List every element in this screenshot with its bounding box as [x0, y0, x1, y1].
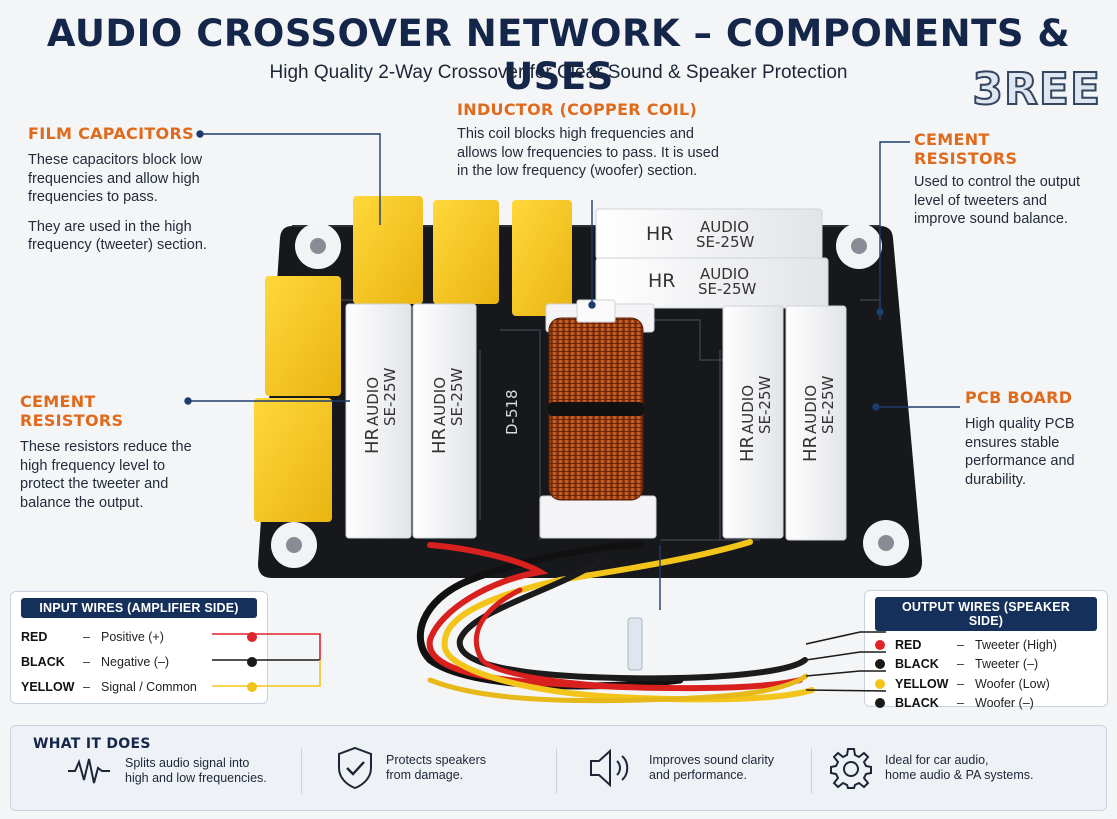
mounting-hole [271, 522, 317, 568]
svg-text:HR: HR [800, 436, 821, 462]
what-it-does-panel: WHAT IT DOES Splits audio signal into hi… [10, 725, 1107, 811]
svg-text:HR: HR [429, 428, 450, 454]
callout-inductor: INDUCTOR (COPPER COIL) This coil blocks … [457, 100, 719, 179]
wire-row: BLACK –Negative (–) [21, 649, 257, 674]
wire-description: Signal / Common [101, 679, 197, 694]
wire-dash: – [957, 696, 964, 711]
wire-description: Negative (–) [101, 654, 170, 669]
svg-text:AUDIO: AUDIO [431, 377, 449, 426]
wire-harness [416, 539, 815, 704]
feature-protects: Protects speakers from damage. [336, 746, 486, 790]
page-title: AUDIO CROSSOVER NETWORK – COMPONENTS & U… [46, 12, 1071, 98]
wire-row: BLACK –Tweeter (–) [875, 655, 1097, 675]
cement-resistor-vertical: HR AUDIO SE-25W [785, 305, 847, 541]
cement-resistor-horizontal: HR AUDIO SE-25W [595, 208, 823, 260]
output-wires-title: OUTPUT WIRES (SPEAKER SIDE) [875, 597, 1097, 631]
mounting-hole [863, 520, 909, 566]
wire-description: Tweeter (High) [975, 637, 1057, 652]
divider [301, 748, 302, 794]
callout-cement-resistors-right: CEMENT RESISTORS Used to control the out… [914, 130, 1081, 227]
wire-label: BLACK [21, 654, 65, 669]
wire-dash: – [83, 654, 90, 669]
wire-row: BLACK –Woofer (–) [875, 694, 1097, 714]
wire-dash: – [83, 679, 90, 694]
divider [556, 748, 557, 794]
cement-resistor-vertical: HR AUDIO SE-25W [345, 303, 412, 539]
wire-color-dot [247, 631, 257, 642]
wire-label: RED [895, 637, 922, 652]
svg-text:HR: HR [648, 270, 676, 292]
wire-description: Tweeter (–) [975, 657, 1039, 672]
wire-label: YELLOW [895, 676, 949, 691]
film-capacitors [254, 196, 572, 522]
wire-row: RED –Positive (+) [21, 624, 257, 649]
feature-clarity: Improves sound clarity and performance. [587, 746, 774, 790]
wire-description: Positive (+) [101, 629, 164, 644]
svg-text:HR: HR [646, 223, 674, 245]
wire-dash: – [957, 637, 964, 652]
pcb-silkscreen: D-518 [503, 389, 521, 435]
svg-text:HR: HR [362, 428, 383, 454]
wire-dash: – [957, 657, 964, 672]
cement-resistor-vertical: HR AUDIO SE-25W [722, 305, 784, 539]
input-wires-title: INPUT WIRES (AMPLIFIER SIDE) [21, 598, 257, 618]
callout-pcb-board: PCB BOARD High quality PCB ensures stabl… [965, 388, 1075, 488]
wire-description: Woofer (–) [975, 696, 1034, 711]
svg-text:AUDIO: AUDIO [739, 385, 757, 434]
feature-splits-signal: Splits audio signal into high and low fr… [67, 756, 267, 786]
wire-label: BLACK [895, 657, 939, 672]
callout-film-capacitors: FILM CAPACITORS These capacitors block l… [28, 124, 207, 253]
mounting-hole [836, 223, 882, 269]
cement-resistor-vertical: HR AUDIO SE-25W [412, 303, 477, 539]
svg-text:SE-25W: SE-25W [448, 368, 466, 426]
svg-text:AUDIO: AUDIO [802, 385, 820, 434]
inductor-coil [539, 299, 657, 539]
svg-text:SE-25W: SE-25W [819, 376, 837, 434]
what-it-does-title: WHAT IT DOES [33, 736, 151, 752]
svg-text:SE-25W: SE-25W [756, 376, 774, 434]
mounting-hole [295, 223, 341, 269]
svg-text:SE-25W: SE-25W [696, 233, 754, 251]
svg-text:AUDIO: AUDIO [364, 377, 382, 426]
waveform-icon [68, 758, 110, 784]
wire-row: YELLOW–Woofer (Low) [875, 674, 1097, 694]
wire-row: RED –Tweeter (High) [875, 635, 1097, 655]
brand-logo: 3REE [971, 63, 1101, 116]
output-wires-legend: OUTPUT WIRES (SPEAKER SIDE) RED–Tweeter … [864, 590, 1108, 710]
wire-label: BLACK [895, 696, 939, 711]
wire-color-dot [247, 656, 257, 667]
svg-text:AUDIO: AUDIO [700, 218, 749, 236]
input-wires-legend: INPUT WIRES (AMPLIFIER SIDE) RED–Positiv… [10, 591, 268, 704]
shield-check-icon [338, 746, 372, 790]
svg-text:HR: HR [737, 436, 758, 462]
wire-color-dot [875, 639, 885, 650]
speaker-icon [590, 748, 629, 788]
cement-resistor-horizontal: HR AUDIO SE-25W [595, 257, 829, 309]
svg-text:SE-25W: SE-25W [381, 368, 399, 426]
divider [811, 748, 812, 794]
wire-color-dot [875, 698, 885, 709]
wire-label: YELLOW [21, 679, 75, 694]
leader-lines [184, 130, 960, 610]
svg-text:SE-25W: SE-25W [698, 280, 756, 298]
feature-ideal-for: Ideal for car audio, home audio & PA sys… [829, 746, 1033, 790]
page-subtitle: High Quality 2-Way Crossover for Clear S… [269, 62, 848, 83]
wire-label: RED [21, 629, 48, 644]
wire-description: Woofer (Low) [975, 676, 1050, 691]
svg-text:AUDIO: AUDIO [700, 265, 749, 283]
callout-cement-resistors-left: CEMENT RESISTORS These resistors reduce … [20, 392, 192, 511]
wire-dash: – [957, 676, 964, 691]
wire-dash: – [83, 629, 90, 644]
wire-color-dot [875, 678, 885, 689]
wire-color-dot [875, 659, 885, 670]
gear-icon [830, 748, 872, 789]
